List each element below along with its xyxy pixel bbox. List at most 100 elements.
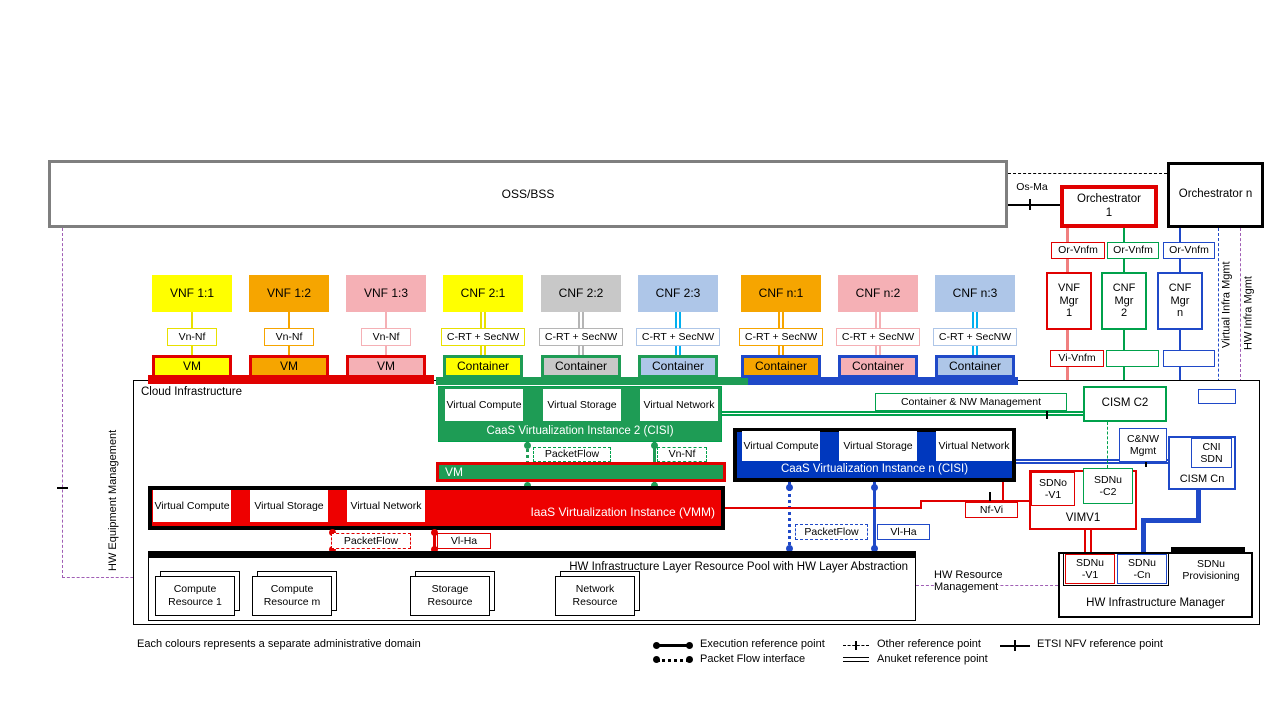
vim-v1-label: VIMV1 <box>1065 512 1101 525</box>
os-ma-tick <box>1029 199 1031 210</box>
cisi2-label: CaaS Virtualization Instance 2 (CISI) <box>486 425 674 438</box>
oss-bss-box: OSS/BSS <box>48 160 1008 228</box>
iaas-virtual-network: Virtual Network <box>347 490 425 522</box>
cism-c2-line-green <box>1123 367 1125 386</box>
connector-dot <box>524 442 531 449</box>
c-rt-secnw-label: C-RT + SecNW <box>739 328 823 346</box>
connector-dot <box>786 545 793 552</box>
packetflow-label-red: PacketFlow <box>331 533 411 549</box>
hw-infra-mgmt-label: HW Infra Mgmt <box>1242 276 1255 350</box>
legend-note: Each colours represents a separate admin… <box>137 638 421 650</box>
sdnu-wrapper-box <box>1063 552 1169 586</box>
connector-dot <box>329 529 336 536</box>
etsi-tick <box>989 492 991 501</box>
nf-vi-drop <box>1002 482 1004 508</box>
cnf-2-3-box: CNF 2:3 <box>638 275 718 312</box>
storage-resource: Storage Resource <box>410 576 490 616</box>
cnw-mgmt-box: C&NW Mgmt <box>1119 428 1167 462</box>
nf-vi-line <box>920 500 1029 502</box>
hw-resource-pool-title: HW Infrastructure Layer Resource Pool wi… <box>569 561 908 573</box>
c-rt-secnw-label: C-RT + SecNW <box>636 328 720 346</box>
cisi2-virtual-storage: Virtual Storage <box>543 389 621 421</box>
hw-equipment-mgmt-line <box>62 228 63 578</box>
container-box: Container <box>838 355 918 378</box>
sdnu-c2-box: SDNu -C2 <box>1083 468 1133 504</box>
cisin-virtual-network: Virtual Network <box>936 431 1012 461</box>
vl-ha-line-red <box>433 530 436 551</box>
packet-flow-icon-dot <box>653 656 660 663</box>
sdnu-provisioning-bar <box>1171 547 1245 554</box>
compute-resource-m-stack: Compute Resource m <box>252 571 337 616</box>
container-box: Container <box>541 355 621 378</box>
mgrn-line-blue <box>1179 330 1181 350</box>
cisi2-virtual-network: Virtual Network <box>640 389 718 421</box>
etsi-tick <box>57 487 68 489</box>
sdno-v1-box: SDNo -V1 <box>1031 472 1075 506</box>
packetflow-line-blue <box>788 482 791 551</box>
anuket-ref-icon <box>843 657 869 662</box>
vnf-manager-1-box: VNF Mgr 1 <box>1046 272 1092 330</box>
other-ref-icon-tick <box>855 641 857 650</box>
vm-box: VM <box>152 355 232 378</box>
cism-cn-label: CISM Cn <box>1179 472 1225 485</box>
hw-infrastructure-manager-label: HW Infrastructure Manager <box>1086 597 1225 610</box>
iaas-vmm-box <box>148 486 725 530</box>
cnf-2-1-box: CNF 2:1 <box>443 275 523 312</box>
legend-etsi-label: ETSI NFV reference point <box>1037 638 1163 650</box>
connector-dot <box>871 545 878 552</box>
cni-sdn-box: CNI SDN <box>1191 438 1232 468</box>
packetflow-label-blue: PacketFlow <box>795 524 868 540</box>
cism-sdnu-link <box>1141 518 1201 523</box>
compute-resource-1-stack: Compute Resource 1 <box>155 571 240 616</box>
c-rt-secnw-label: C-RT + SecNW <box>539 328 623 346</box>
os-ma-label: Os-Ma <box>1010 180 1054 194</box>
connector-dot <box>871 484 878 491</box>
sdnu-v1-box: SDNu -V1 <box>1065 554 1115 584</box>
compute-resource-1: Compute Resource 1 <box>155 576 235 616</box>
blue-small-box-empty <box>1198 389 1236 404</box>
orchestrator-1-box: Orchestrator 1 <box>1060 185 1158 228</box>
network-resource-stack: Network Resource <box>555 571 640 616</box>
execution-ref-icon-dot <box>686 642 693 649</box>
packet-flow-icon-dot <box>686 656 693 663</box>
vn-nf-label: Vn-Nf <box>264 328 314 346</box>
vl-ha-label-red: Vl-Ha <box>437 533 491 549</box>
vm-box: VM <box>346 355 426 378</box>
vn-nf-label-green: Vn-Nf <box>657 447 707 462</box>
vl-ha-label-blue: Vl-Ha <box>877 524 930 540</box>
orchestrator-n-box: Orchestrator n <box>1167 162 1264 228</box>
nf-vi-line <box>725 507 922 509</box>
vn-nf-label: Vn-Nf <box>167 328 217 346</box>
connector-dot <box>786 484 793 491</box>
c-rt-secnw-label: C-RT + SecNW <box>441 328 525 346</box>
hw-infra-mgmt-line <box>1240 228 1241 518</box>
container-box: Container <box>443 355 523 378</box>
cnf-n-3-box: CNF n:3 <box>935 275 1015 312</box>
connector-dot <box>651 442 658 449</box>
cisi2-virtual-compute: Virtual Compute <box>445 389 523 421</box>
anuket-line-green <box>722 411 1083 416</box>
hw-resource-mgmt-line2: Management <box>934 581 999 593</box>
packetflow-label-green: PacketFlow <box>533 447 611 462</box>
virtual-infra-mgmt-line <box>1218 228 1219 437</box>
vm-box: VM <box>249 355 329 378</box>
hw-resource-mgmt-line1: HW Resource <box>934 569 1003 581</box>
vnf-1-2-box: VNF 1:2 <box>249 275 329 312</box>
vim-sdnu-link <box>1084 530 1092 552</box>
red-domain-bar <box>148 375 434 384</box>
container-box: Container <box>741 355 821 378</box>
execution-ref-icon <box>657 644 689 647</box>
connector-dot <box>329 546 336 553</box>
execution-ref-icon-dot <box>653 642 660 649</box>
vm-host-bar: VM <box>436 462 726 482</box>
storage-resource-stack: Storage Resource <box>410 571 495 616</box>
cism-c2-sdnu-dashed-line <box>1107 422 1108 468</box>
green-ref-box-empty <box>1106 350 1159 367</box>
legend-execution-label: Execution reference point <box>700 638 825 650</box>
mgr2-line-green <box>1123 330 1125 350</box>
virtual-infra-mgmt-label: Virtual Infra Mgmt <box>1220 261 1233 349</box>
etsi-ref-icon-tick <box>1014 640 1016 651</box>
iaas-vmm-label: IaaS Virtualization Instance (VMM) <box>530 505 715 519</box>
cisin-label: CaaS Virtualization Instance n (CISI) <box>780 463 969 476</box>
